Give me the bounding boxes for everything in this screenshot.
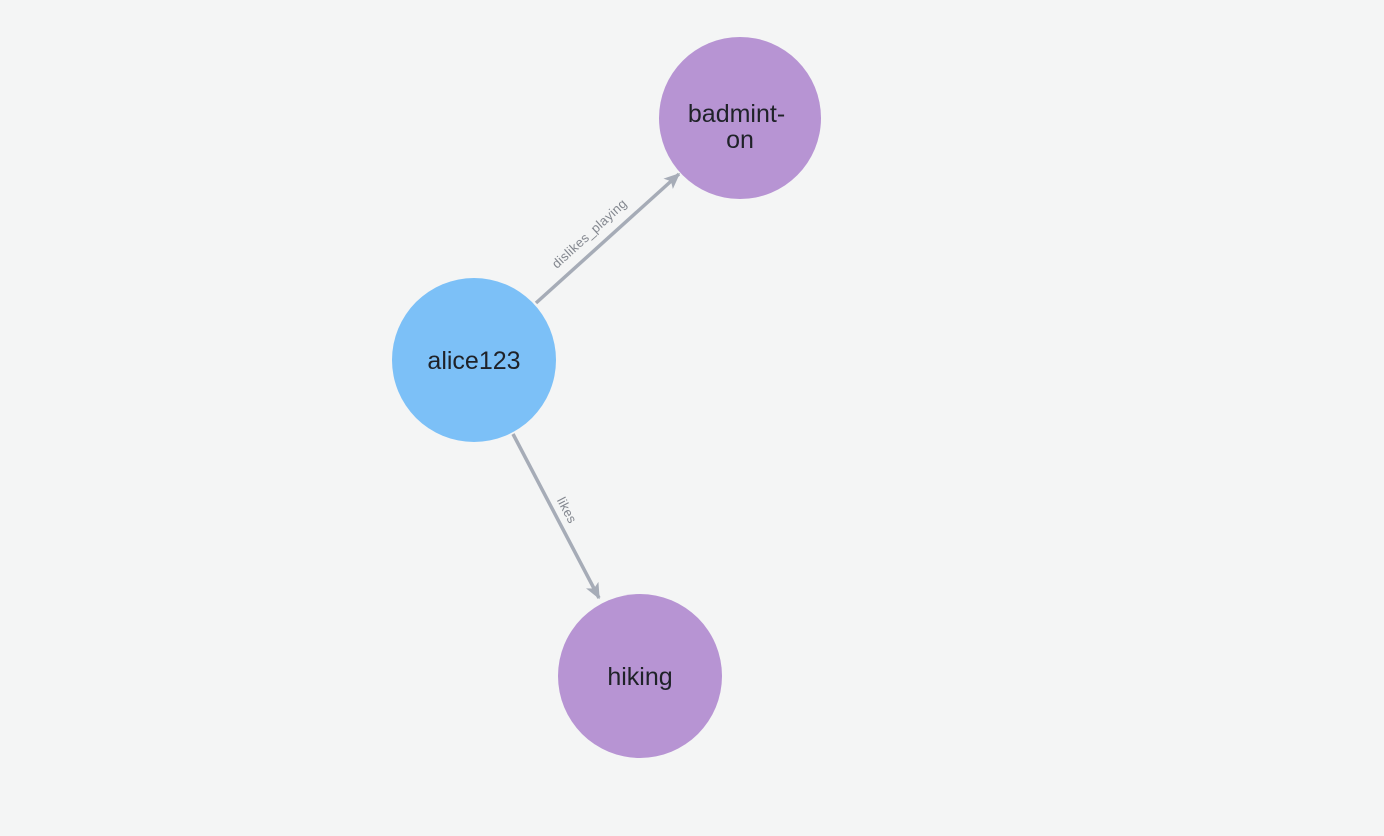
node-alice123[interactable]: alice123 — [392, 278, 556, 442]
edge-likes[interactable]: likes — [511, 433, 601, 600]
node-hiking-circle[interactable] — [558, 594, 722, 758]
edge-likes-line[interactable] — [511, 433, 601, 600]
node-badminton-circle[interactable] — [659, 37, 821, 199]
node-badminton[interactable]: badmint- on — [659, 37, 821, 199]
edge-dislikes-playing-line[interactable] — [534, 172, 681, 305]
node-hiking[interactable]: hiking — [558, 594, 722, 758]
node-alice123-circle[interactable] — [392, 278, 556, 442]
edge-dislikes-playing[interactable]: dislikes_playing — [534, 172, 681, 305]
edge-label-dislikes-playing: dislikes_playing — [549, 196, 630, 272]
